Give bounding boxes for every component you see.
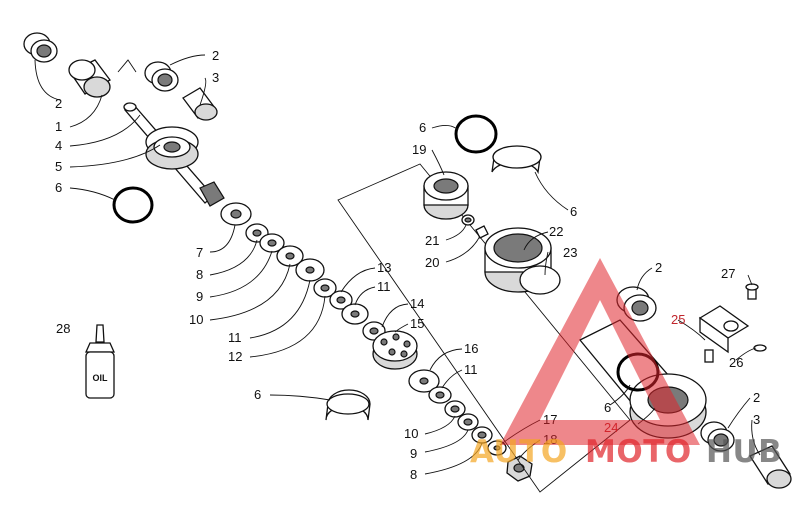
- valve-21-20: [461, 214, 489, 239]
- callout-25: 25: [671, 312, 685, 327]
- callout-19: 19: [412, 142, 426, 157]
- bushing-2-right: [144, 61, 179, 92]
- callout-21: 21: [425, 233, 439, 248]
- callout-26: 26: [729, 355, 743, 370]
- watermark-moto: MOTO: [585, 434, 692, 470]
- callout-11: 11: [377, 279, 391, 294]
- callout-15: 15: [410, 316, 424, 331]
- shim-stack-lower: [408, 369, 507, 456]
- callout-9: 9: [196, 289, 203, 304]
- callout-28: 28: [56, 321, 70, 336]
- bushing-2-right-lower: [616, 286, 657, 322]
- callout-6: 6: [55, 180, 62, 195]
- callout-10: 10: [189, 312, 203, 327]
- watermark-auto: AUTO: [470, 434, 568, 470]
- spacer-3-bottom: [749, 445, 792, 489]
- o-ring-26: [753, 344, 767, 352]
- nut-8: [506, 455, 533, 482]
- leader-lines: [34, 54, 761, 475]
- floating-piston-22-23: [484, 227, 561, 295]
- callout-6: 6: [604, 400, 611, 415]
- callout-3: 3: [212, 70, 219, 85]
- callout-3: 3: [753, 412, 760, 427]
- watermark-text: AUTO MOTO HUB: [470, 434, 782, 470]
- piston-band-6: [325, 389, 371, 421]
- band-6-top: [491, 145, 542, 175]
- watermark-logo: [500, 258, 700, 445]
- callout-14: 14: [410, 296, 424, 311]
- callout-27: 27: [721, 266, 735, 281]
- callout-2: 2: [753, 390, 760, 405]
- callout-8: 8: [410, 467, 417, 482]
- piston-15: [372, 330, 418, 370]
- callout-20: 20: [425, 255, 439, 270]
- o-ring-6-left: [112, 186, 154, 224]
- screw-27: [745, 283, 759, 300]
- bushing-2-top: [23, 32, 58, 63]
- o-ring-6-top: [454, 114, 498, 154]
- shaft-eye-4-5: [145, 126, 199, 170]
- watermark-hub: HUB: [706, 434, 782, 470]
- spacer-3: [182, 87, 218, 121]
- callout-11: 11: [228, 330, 242, 345]
- callout-6: 6: [419, 120, 426, 135]
- callout-23: 23: [563, 245, 577, 260]
- callout-22: 22: [549, 224, 563, 239]
- callout-4: 4: [55, 138, 62, 153]
- shaft-end-nut: [199, 181, 225, 207]
- shim-stack-upper: [245, 223, 386, 341]
- callout-11: 11: [464, 362, 478, 377]
- callout-13: 13: [377, 260, 391, 275]
- sleeve-1: [68, 59, 111, 98]
- callout-16: 16: [464, 341, 478, 356]
- bracket-leader: [117, 59, 137, 73]
- callout-7: 7: [196, 245, 203, 260]
- callout-9: 9: [410, 446, 417, 461]
- callout-2: 2: [55, 96, 62, 111]
- callout-12: 12: [228, 349, 242, 364]
- callout-5: 5: [55, 159, 62, 174]
- callout-10: 10: [404, 426, 418, 441]
- oil-bottle-28: OIL: [84, 324, 116, 399]
- callout-2: 2: [655, 260, 662, 275]
- callout-1: 1: [55, 119, 62, 134]
- washer-7: [220, 202, 252, 226]
- callout-2: 2: [212, 48, 219, 63]
- oil-label: OIL: [93, 373, 109, 383]
- reservoir-cap-19: [423, 171, 469, 220]
- valve-block-25: [698, 305, 750, 363]
- callout-8: 8: [196, 267, 203, 282]
- bushing-2-bottom: [700, 421, 735, 452]
- callout-6: 6: [254, 387, 261, 402]
- callout-6: 6: [570, 204, 577, 219]
